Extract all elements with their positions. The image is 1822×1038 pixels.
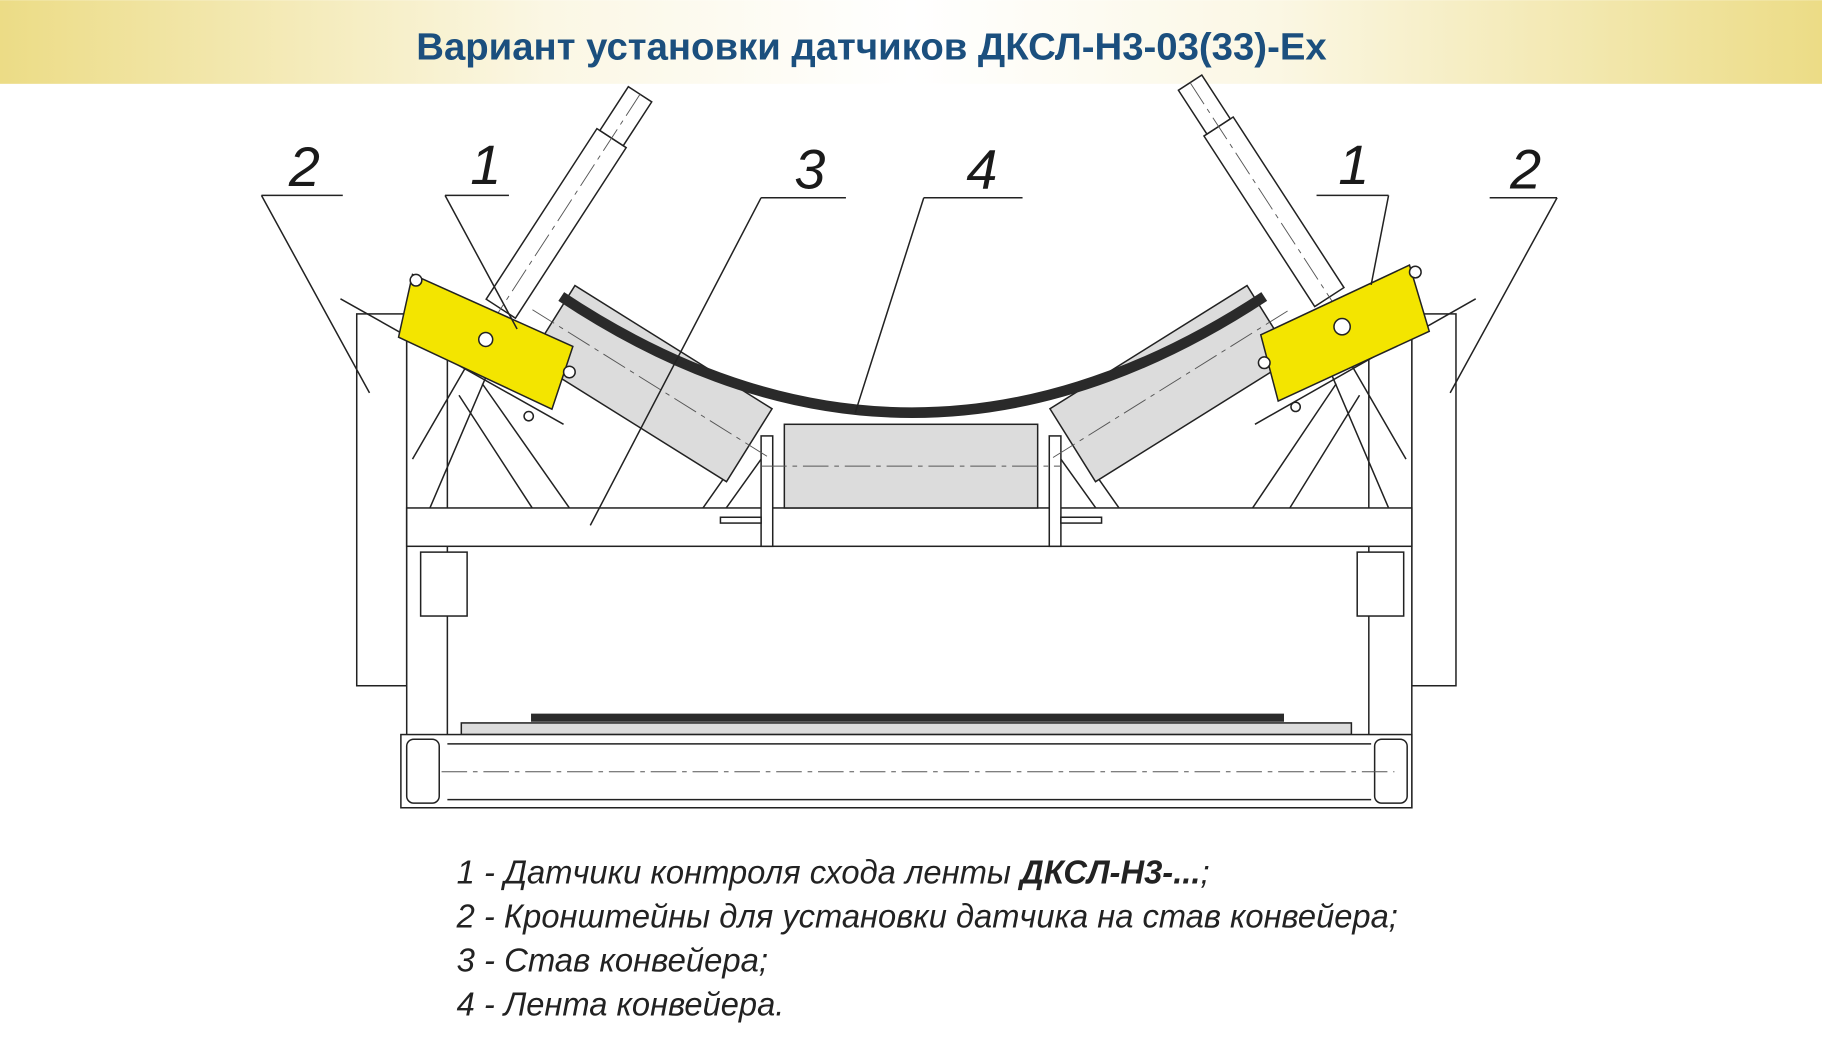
callout-right-sensor: 1 xyxy=(1316,134,1390,286)
callout-frame: 3 xyxy=(589,138,846,526)
wing-roller-left xyxy=(528,284,774,483)
sensor-left xyxy=(340,273,576,425)
callout-number: 2 xyxy=(288,136,320,198)
callout-number: 2 xyxy=(1509,138,1541,200)
callout-belt: 4 xyxy=(854,138,1023,413)
conveyor-frame xyxy=(405,336,1413,809)
center-roller xyxy=(761,423,1061,509)
legend: 1 - Датчики контроля схода ленты ДКСЛ-Н3… xyxy=(456,854,1398,1023)
conveyor-belt xyxy=(558,292,1268,418)
bracket-right xyxy=(1411,313,1457,687)
sensor-right xyxy=(1254,264,1477,425)
legend-item-4: 4 - Лента конвейера. xyxy=(457,987,785,1024)
page-title: Вариант установки датчиков ДКСЛ-Н3-03(33… xyxy=(416,25,1327,68)
callout-left-sensor: 1 xyxy=(444,134,518,330)
wing-roller-right xyxy=(1048,284,1294,483)
legend-item-1-suffix: ; xyxy=(1201,854,1210,891)
header-band: Вариант установки датчиков ДКСЛ-Н3-03(33… xyxy=(0,0,1822,84)
callout-right-bracket: 2 xyxy=(1449,138,1558,394)
callout-number: 1 xyxy=(1338,134,1369,196)
sensor-rod-right xyxy=(1177,74,1345,308)
return-roller xyxy=(400,713,1413,809)
legend-item-1: 1 - Датчики контроля схода ленты ДКСЛ-Н3… xyxy=(457,854,1210,891)
callout-number: 3 xyxy=(794,138,825,200)
legend-item-2: 2 - Кронштейны для установки датчика на … xyxy=(456,898,1398,935)
callout-number: 4 xyxy=(966,138,997,200)
legend-item-3: 3 - Став конвейера; xyxy=(457,943,768,980)
callout-left-bracket: 2 xyxy=(260,136,371,394)
legend-item-1-model: ДКСЛ-Н3-... xyxy=(1017,854,1200,891)
callout-number: 1 xyxy=(470,134,501,196)
sensor-rod-left xyxy=(485,85,653,320)
legend-item-1-text: 1 - Датчики контроля схода ленты xyxy=(457,854,1020,891)
bracket-left xyxy=(355,313,408,687)
